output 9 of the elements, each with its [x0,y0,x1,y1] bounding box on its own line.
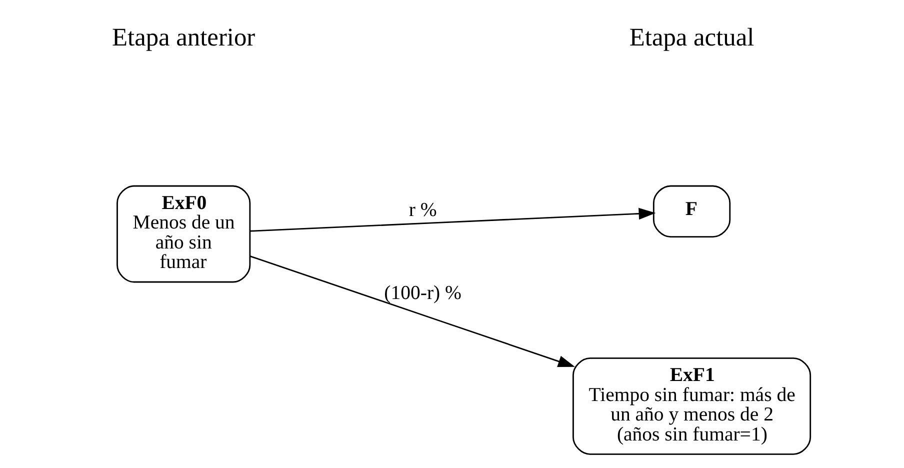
arrow [249,256,575,368]
label: Etapa actual [628,23,754,52]
arrow [250,208,656,232]
node-box: F [652,185,730,238]
edge-label: r % [408,198,436,221]
node-box: ExF1 Tiempo sin fumar: más de un año y menos de 2 (años sin fumar=1) [572,358,811,455]
edge-label: (100-r) % [384,282,462,304]
node-box: ExF0 Menos de un año sin fumar [116,185,250,283]
label: Etapa anterior [112,23,255,52]
